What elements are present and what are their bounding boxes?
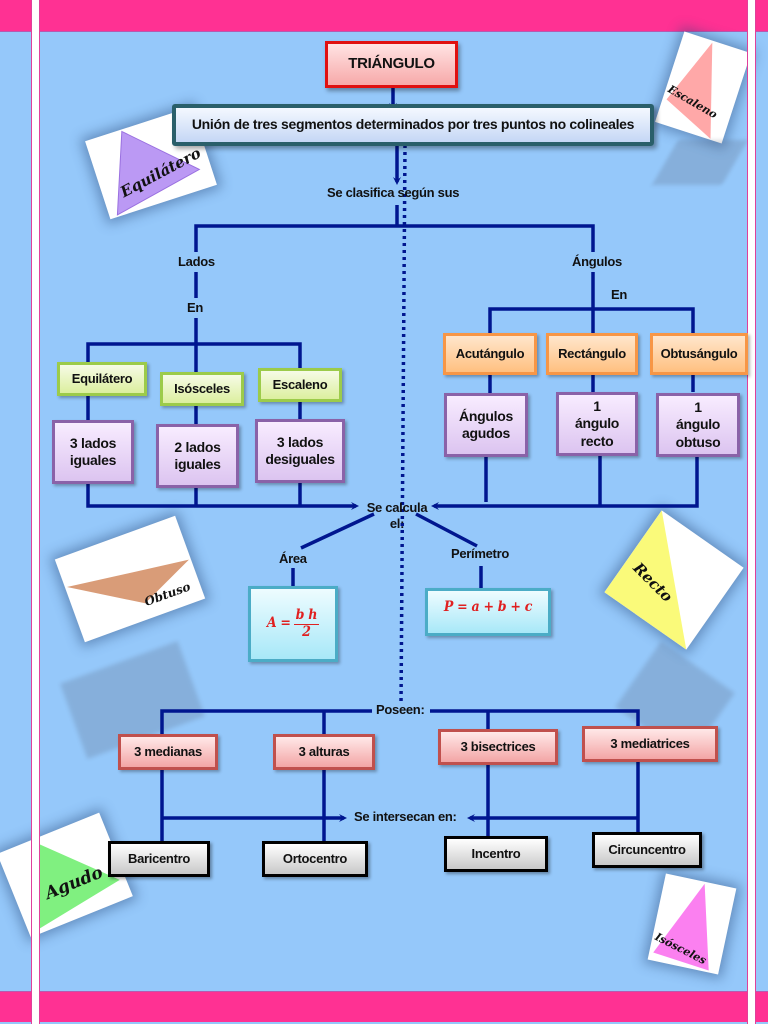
angle-desc-acute: Ángulos agudos <box>444 393 528 457</box>
calculation-label: Se calcula el: <box>366 499 428 531</box>
side-type-equilateral: Equilátero <box>57 362 147 396</box>
properties-label: Poseen: <box>376 702 425 717</box>
angle-desc-right: 1 ángulo recto <box>556 392 638 456</box>
sides-connector: En <box>187 300 204 315</box>
point-centroid: Baricentro <box>108 841 210 877</box>
line-sides-branch <box>86 342 302 372</box>
perimeter-label: Perímetro <box>451 546 509 561</box>
angles-label: Ángulos <box>572 254 622 269</box>
acute-triangle-icon <box>34 842 120 932</box>
scalene-triangle-card: Escaleno <box>655 31 751 144</box>
scalene-triangle-icon <box>666 42 713 139</box>
sides-label: Lados <box>178 254 215 269</box>
point-orthocenter: Ortocentro <box>262 841 368 877</box>
property-bisectors: 3 bisectrices <box>438 729 558 765</box>
angle-desc-obtuse: 1 ángulo obtuso <box>656 393 740 457</box>
side-desc-scalene: 3 lados desiguales <box>255 419 345 483</box>
side-desc-isosceles: 2 lados iguales <box>156 424 239 488</box>
angle-type-obtuse: Obtusángulo <box>650 333 748 375</box>
classification-label: Se clasifica según sus <box>327 185 460 200</box>
left-border-line <box>31 0 40 1024</box>
line-calc-to-area <box>300 512 375 550</box>
equilateral-triangle-card: Equilátero <box>85 106 217 220</box>
isosceles-triangle-card: Isósceles <box>647 873 737 975</box>
bottom-band <box>0 991 768 1022</box>
right-triangle-icon <box>604 510 687 650</box>
line-poseen-left <box>160 709 372 736</box>
dotted-guide-line <box>399 144 407 706</box>
line-calc-to-perimeter <box>415 512 478 548</box>
right-triangle-card: Recto <box>604 510 744 650</box>
line-angles-branch <box>488 307 695 334</box>
angle-type-acute: Acutángulo <box>443 333 537 375</box>
side-type-scalene: Escaleno <box>258 368 342 402</box>
angle-type-right: Rectángulo <box>546 333 638 375</box>
property-altitudes: 3 alturas <box>273 734 375 770</box>
perimeter-formula-box: P = a + b + c <box>425 588 551 636</box>
isosceles-triangle-icon <box>653 883 709 971</box>
definition-box: Unión de tres segmentos determinados por… <box>172 104 654 146</box>
right-border-line <box>747 0 756 1024</box>
area-formula-lhs: A = <box>266 615 291 632</box>
area-label: Área <box>279 551 307 566</box>
intersect-label: Se intersecan en: <box>354 809 457 824</box>
area-formula-numerator: b h <box>293 607 320 625</box>
title-box: TRIÁNGULO <box>325 41 458 88</box>
obtuse-triangle-icon <box>66 559 189 604</box>
equilateral-triangle-icon <box>116 130 201 216</box>
acute-triangle-card: Agudo <box>0 812 133 938</box>
line-angles-to-calc <box>431 456 699 510</box>
obtuse-triangle-card: Obtuso <box>54 515 206 643</box>
area-formula-fraction: b h 2 <box>293 607 320 640</box>
property-medians: 3 medianas <box>118 734 218 770</box>
line-poseen-right <box>430 709 640 728</box>
side-desc-equilateral: 3 lados iguales <box>52 420 134 484</box>
angles-connector: En <box>611 287 628 302</box>
line-sides-to-calc <box>86 484 359 510</box>
side-type-isosceles: Isósceles <box>160 372 244 406</box>
property-perpendicular-bisectors: 3 mediatrices <box>582 726 718 762</box>
top-band <box>0 0 768 32</box>
area-formula-denominator: 2 <box>302 623 311 640</box>
point-incenter: Incentro <box>444 836 548 872</box>
line-sides-angles-branch <box>194 224 595 252</box>
point-circumcenter: Circuncentro <box>592 832 702 868</box>
area-formula-box: A = b h 2 <box>248 586 338 662</box>
